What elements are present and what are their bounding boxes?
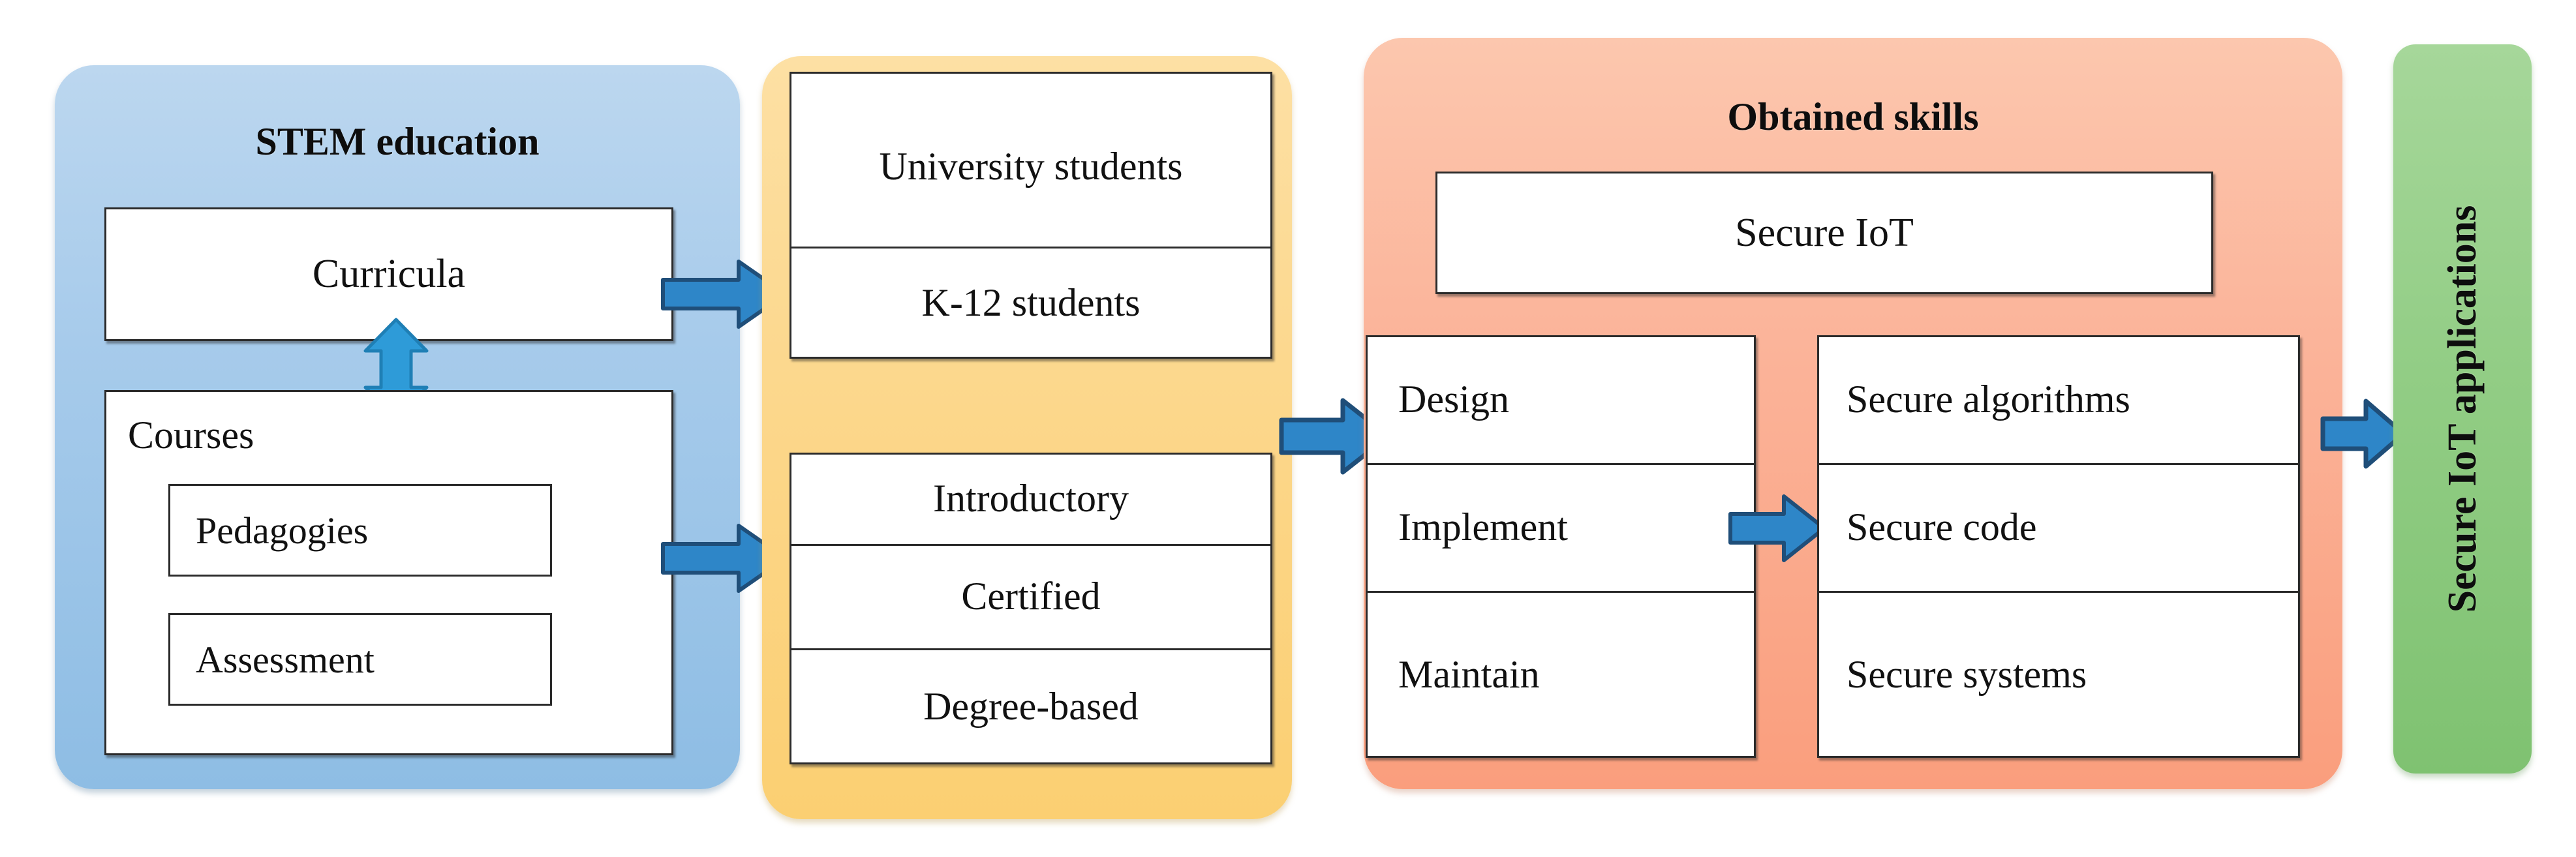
outcomes-divider-2 xyxy=(1817,591,2300,593)
obtained-skills-title: Obtained skills xyxy=(1727,95,1979,138)
assessment-box xyxy=(168,613,552,706)
maintain-label: Maintain xyxy=(1398,652,1540,696)
assessment-label: Assessment xyxy=(196,638,375,681)
secure-iot-applications-panel xyxy=(2393,44,2532,774)
curricula-label: Curricula xyxy=(312,252,466,296)
introductory-label: Introductory xyxy=(933,476,1129,520)
degree-based-label: Degree-based xyxy=(923,684,1139,728)
k12-students-label: K-12 students xyxy=(921,280,1141,324)
secure-algorithms-label: Secure algorithms xyxy=(1847,377,2130,421)
courses-label: Courses xyxy=(128,413,254,457)
outcomes-divider-1 xyxy=(1817,463,2300,465)
design-label: Design xyxy=(1398,377,1509,421)
secure-iot-box xyxy=(1435,172,2213,294)
activities-divider-1 xyxy=(1366,463,1756,465)
pedagogies-label: Pedagogies xyxy=(196,509,369,552)
outcomes-box xyxy=(1817,335,2300,758)
stem-education-title: STEM education xyxy=(255,120,540,163)
course-types-box xyxy=(790,453,1272,764)
secure-iot-applications-label: Secure IoT applications xyxy=(2440,205,2485,613)
course-types-divider-2 xyxy=(790,648,1272,650)
activities-box xyxy=(1366,335,1756,758)
secure-code-label: Secure code xyxy=(1847,505,2037,549)
pedagogies-box xyxy=(168,484,552,577)
activities-to-outcomes-arrow xyxy=(1728,493,1827,564)
certified-label: Certified xyxy=(961,574,1101,618)
implement-label: Implement xyxy=(1398,505,1568,549)
secure-systems-label: Secure systems xyxy=(1847,652,2087,696)
course-types-divider-1 xyxy=(790,544,1272,546)
learners-box xyxy=(790,72,1272,359)
secure-iot-label: Secure IoT xyxy=(1735,210,1914,255)
skills-to-applications-arrow xyxy=(2320,398,2406,470)
university-students-label: University students xyxy=(879,145,1183,188)
learners-divider xyxy=(790,247,1272,248)
curricula-box xyxy=(104,207,673,341)
activities-divider-2 xyxy=(1366,591,1756,593)
